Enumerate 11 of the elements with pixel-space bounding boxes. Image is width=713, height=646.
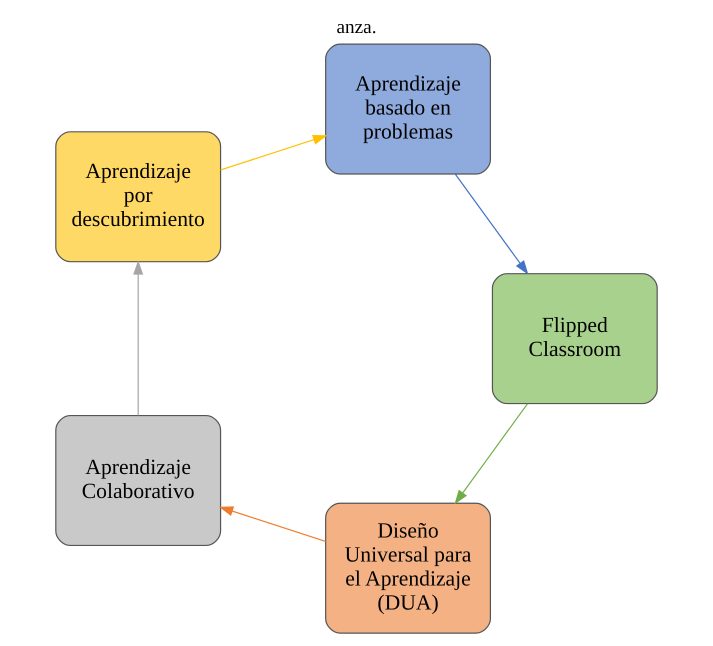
node-box: Aprendizaje por descubrimiento [55,131,222,262]
arrow [218,506,326,542]
arrow [133,260,144,416]
arrow [220,134,328,171]
node-box: Diseño Universal para el Aprendizaje (DUA) [325,502,492,634]
node-box: Aprendizaje Colaborativo [55,414,222,546]
node-box: Aprendizaje basado en problemas [325,44,492,175]
node-box: Flipped Classroom [492,273,658,404]
caption: anza. [336,17,377,38]
arrow [454,174,528,275]
arrow [454,403,528,504]
